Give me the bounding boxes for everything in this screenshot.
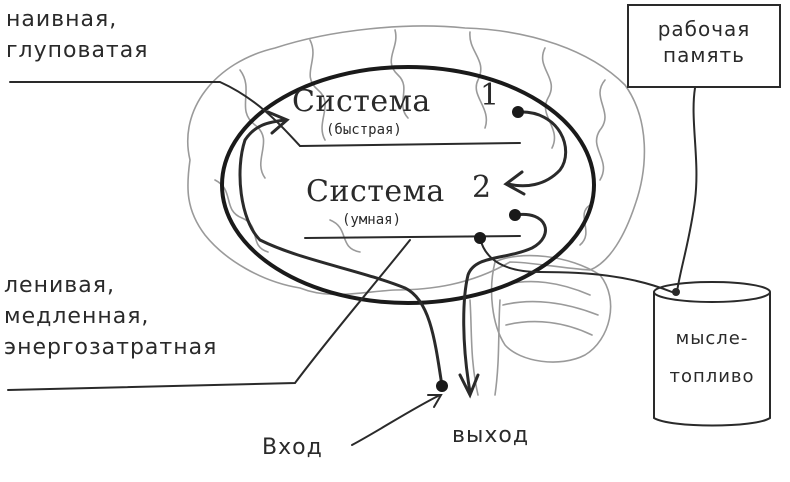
brain-fold <box>595 79 606 181</box>
system1-title: Система <box>292 84 431 119</box>
brain-fold <box>239 69 266 179</box>
output-label: выход <box>452 423 530 448</box>
system1-node <box>512 106 524 118</box>
input-pointer-arrowhead <box>427 394 443 408</box>
fuel-label: мысле- топливо <box>656 320 768 396</box>
naive-label: наивная, глуповатая <box>6 4 148 66</box>
fuel-node <box>474 232 486 244</box>
ink-lines <box>7 81 698 446</box>
system2-node <box>509 209 521 221</box>
cerebellum-fold <box>504 280 591 296</box>
fuel-line <box>479 237 673 293</box>
brain-sketch <box>186 25 646 396</box>
fuel-line1: мысле- <box>675 328 749 349</box>
working-memory-box <box>627 4 781 88</box>
naive-label-line1: наивная, <box>6 7 118 32</box>
input-path <box>238 118 444 388</box>
brain-outline <box>186 25 646 296</box>
fuel-line2: топливо <box>669 366 755 387</box>
brain-fold <box>214 179 269 253</box>
output-path <box>462 212 547 394</box>
working-memory-line1: рабочая <box>657 17 751 41</box>
lazy-pointer-line <box>7 239 411 391</box>
cerebellum-fold <box>505 320 593 336</box>
system2-title-text: Система <box>306 174 445 209</box>
input-pointer <box>351 394 441 446</box>
fuel-can-cap <box>672 288 680 296</box>
input-arrowhead <box>266 110 290 135</box>
system1-underline <box>299 142 521 147</box>
naive-pointer-line <box>9 81 301 147</box>
lazy-label: ленивая, медленная, энергозатратная <box>4 270 217 363</box>
system2-subtitle: (умная) <box>342 212 402 228</box>
brain-stem <box>494 299 501 396</box>
system1-subtitle: (быстрая) <box>326 122 402 138</box>
nodes <box>436 106 524 392</box>
brain-fold <box>541 47 556 149</box>
brain-fold <box>469 31 488 129</box>
lazy-label-line2: медленная, <box>4 304 150 329</box>
brain-fold <box>390 29 409 119</box>
system2-underline <box>304 235 521 239</box>
input-node <box>436 380 448 392</box>
working-memory-label: рабочая память <box>632 16 776 68</box>
lazy-label-line1: ленивая, <box>4 273 115 298</box>
working-memory-line2: память <box>663 43 745 67</box>
system1-to-system2-arrowhead <box>503 170 526 196</box>
system2-title: Система <box>306 174 445 209</box>
brain-stem <box>469 299 479 396</box>
system1-to-system2-arrow <box>506 110 568 188</box>
output-arrowhead <box>458 373 480 399</box>
fuel-can <box>653 281 771 427</box>
fuel-can-body <box>653 292 771 427</box>
system2-number: 2 <box>472 170 492 205</box>
input-label: Вход <box>262 435 323 460</box>
memory-cable <box>676 87 698 293</box>
naive-label-line2: глуповатая <box>6 38 149 63</box>
system1-title-text: Система <box>292 84 431 119</box>
system1-number: 1 <box>480 78 500 113</box>
cerebellum-fold <box>502 300 599 316</box>
system-ellipse <box>220 65 596 305</box>
cerebellum <box>490 254 612 363</box>
lazy-label-line3: энергозатратная <box>4 335 218 360</box>
brain-fold <box>309 39 326 141</box>
